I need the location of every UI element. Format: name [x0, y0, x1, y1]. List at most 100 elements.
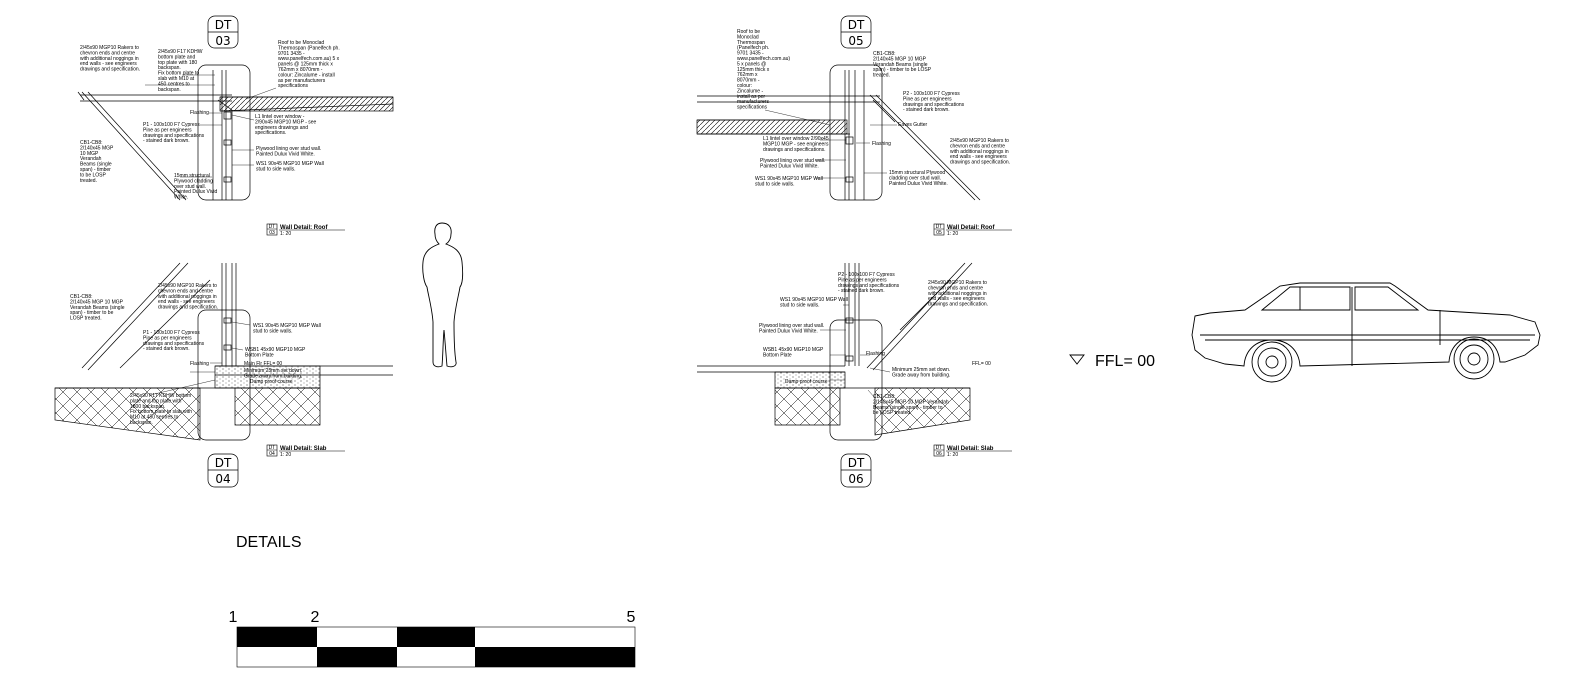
d04-note-2-line-0: P1 - 100x100 F7 Cypress — [143, 330, 200, 336]
d03-note-8-line-1: Plywood cladding — [174, 178, 213, 184]
d03-note-3-line-7: treated. — [80, 178, 97, 184]
dt04-tag-top: DT — [215, 456, 232, 470]
d04-note-9-line-2: 1800 backspan. — [130, 404, 165, 410]
d03-note-9-line-0: Flashing — [190, 110, 209, 116]
d06-note-1-line-0: 2/45x90 MGP10 Rakers to — [928, 280, 987, 286]
dt05-tag: DT 05 — [840, 15, 872, 49]
d04-note-1-line-3: end walls - see engineers — [158, 299, 215, 305]
scale-seg-2 — [317, 647, 397, 667]
d05-note-6-line-0: WS1 90x45 MGP10 MGP Wall — [755, 176, 823, 182]
d05-note-1-line-3: span) - timber to be LOSP — [873, 67, 932, 73]
scale-seg-1 — [237, 627, 317, 647]
d06-note-2-line-0: WS1 90x45 MGP10 MGP Wall — [780, 297, 848, 303]
d04-note-7-line-0: Minimum 25mm set down. — [244, 368, 302, 374]
d05-note-0-line-2: Thermospan — [737, 40, 765, 46]
d06-note-0-line-0: P2 - 100x100 F7 Cypress — [838, 272, 895, 278]
d05-note-0-line-11: Zincalume - — [737, 88, 763, 94]
d05-note-0-line-8: 762mm x — [737, 72, 758, 78]
d03-mark-num: 03 — [269, 230, 275, 236]
d05-note-2-line-3: - stained dark brown. — [903, 107, 950, 113]
detail-06-leaders — [820, 304, 891, 399]
d05-scale: 1: 20 — [947, 231, 958, 237]
d03-note-5-line-1: 2/90x45 MGP10 MGP - see — [255, 119, 317, 125]
ffl-marker: FFL= 00 — [1069, 353, 1155, 370]
d03-note-4-line-3: - stained dark brown. — [143, 138, 190, 144]
d06-scale: 1: 20 — [947, 452, 958, 458]
d03-note-6-line-0: Plywood lining over stud wall. — [256, 146, 321, 152]
d06-note-1-line-2: with additional noggings in — [928, 291, 987, 297]
ffl-triangle-icon — [1069, 354, 1085, 365]
d05-note-5-line-0: Plywood lining over stud wall. — [760, 158, 825, 164]
d05-note-1-line-0: CB1-CB8: — [873, 51, 896, 57]
d05-note-0-line-14: specifications — [737, 105, 768, 111]
d03-note-2-line-2: 9701 3435 - — [278, 51, 305, 57]
d06-note-7-line-1: Grade away from building. — [892, 372, 950, 378]
d05-note-1-line-2: Verandah Beams (single — [873, 62, 928, 68]
d04-title: Wall Detail: Slab — [280, 446, 327, 452]
d06-title-mark: DT 06 Wall Detail: Slab 1: 20 — [933, 444, 1012, 458]
annotation-notes: 2/45x90 MGP10 Rakers to chevron ends and … — [70, 29, 1010, 426]
d03-note-4-line-0: P1 - 100x100 F7 Cypress — [143, 122, 200, 128]
d05-note-8-line-0: Eaves Gutter — [898, 122, 928, 128]
d05-mark-num: 05 — [936, 230, 942, 236]
d04-note-9-line-5: backspan. — [130, 420, 153, 426]
d05-title-mark: DT 05 Wall Detail: Roof 1: 20 — [933, 223, 1012, 237]
d04-note-2-line-3: - stained dark brown. — [143, 346, 190, 352]
d05-note-4-line-2: drawings and specifications. — [763, 147, 826, 153]
d03-note-3-line-1: 2/140x45 MGP — [80, 145, 114, 151]
scale-label-5: 5 — [627, 609, 636, 626]
d06-note-0-line-2: drawings and specifications — [838, 283, 900, 289]
d05-note-0-line-10: colour: — [737, 83, 752, 89]
d04-note-9-line-1: plate and top plate with — [130, 398, 182, 404]
d03-note-1-line-3: backspan. — [158, 65, 181, 71]
d05-note-7-line-1: cladding over stud wall. — [889, 175, 941, 181]
dt04-tag: DT 04 — [207, 453, 239, 488]
d03-note-1-line-6: 450 centres to — [158, 81, 190, 87]
d06-mark-num: 06 — [936, 451, 942, 457]
d04-note-2-line-2: drawings and specifications — [143, 341, 205, 347]
d05-note-5-line-1: Painted Dulux Vivid White. — [760, 163, 819, 169]
d06-note-9-line-1: 2/140x45 MGP 10 MGP Verandah — [873, 399, 949, 405]
scale-seg-4 — [475, 647, 635, 667]
d05-note-0-line-9: 8070mm - — [737, 78, 760, 84]
d05-note-0-line-6: 5 x panels @ — [737, 61, 766, 67]
detail-05-drawing — [696, 64, 981, 201]
d03-note-5-line-2: engineers drawings and — [255, 125, 308, 131]
d05-note-3-line-3: end walls - see engineers — [950, 154, 1007, 160]
d04-note-0-line-0: CB1-CB8: — [70, 294, 93, 300]
d06-note-2-line-1: stud to side walls. — [780, 302, 819, 308]
d03-note-0-line-3: end walls - see engineers — [80, 61, 137, 67]
d04-mark-num: 04 — [269, 451, 275, 457]
dt06-tag: DT 06 — [840, 453, 872, 488]
d03-note-0-line-2: with additional noggings in — [80, 56, 139, 62]
d03-note-7-line-0: WS1 90x45 MGP10 MGP Wall — [256, 161, 324, 167]
d03-note-2-line-1: Thermospan (Panelfech ph. — [278, 45, 340, 51]
detail-06-drawing — [697, 262, 973, 441]
d03-note-2-line-5: 762mm x 8070mm - — [278, 67, 323, 73]
dt04-tag-num: 04 — [215, 472, 230, 486]
d03-note-7-line-1: stud to side walls. — [256, 166, 295, 172]
d06-note-3-line-1: Painted Dulux Vivid White. — [759, 328, 818, 334]
d04-note-5-line-0: Main Flr FFL= 00 — [244, 361, 282, 367]
d03-note-8-line-0: 15mm structural — [174, 173, 210, 179]
d06-note-4-line-1: Bottom Plate — [763, 352, 792, 358]
d05-note-3-line-1: chevron ends and centre — [950, 143, 1005, 149]
d06-note-3-line-0: Plywood lining over stud wall. — [759, 323, 824, 329]
d03-title-mark: DT 03 Wall Detail: Roof 1: 20 — [266, 223, 345, 237]
d03-note-2-line-8: specifications — [278, 83, 309, 89]
d05-note-4-line-1: MGP10 MGP - see engineers — [763, 141, 829, 147]
d06-note-7-line-0: Minimum 25mm set down. — [892, 367, 950, 373]
d04-note-7-line-1: Grade away from building. — [244, 373, 302, 379]
d04-note-4-line-1: Bottom Plate — [245, 352, 274, 358]
detail-03-leaders — [145, 74, 277, 178]
d03-note-1-line-7: backspan. — [158, 87, 181, 93]
detail-04-leaders — [149, 321, 251, 396]
dt06-tag-top: DT — [848, 456, 865, 470]
d05-mark-top: DT — [936, 224, 943, 230]
d04-title-mark: DT 04 Wall Detail: Slab 1: 20 — [266, 444, 345, 458]
d03-note-3-line-4: Beams (single — [80, 162, 112, 168]
d04-note-9-line-3: Fix bottom plate to slab with — [130, 409, 192, 415]
d05-note-3-line-2: with additional noggings in — [950, 149, 1009, 155]
d03-note-2-line-6: colour: Zincalume - install — [278, 72, 335, 78]
d05-note-7-line-2: Painted Dulux Vivid White. — [889, 181, 948, 187]
